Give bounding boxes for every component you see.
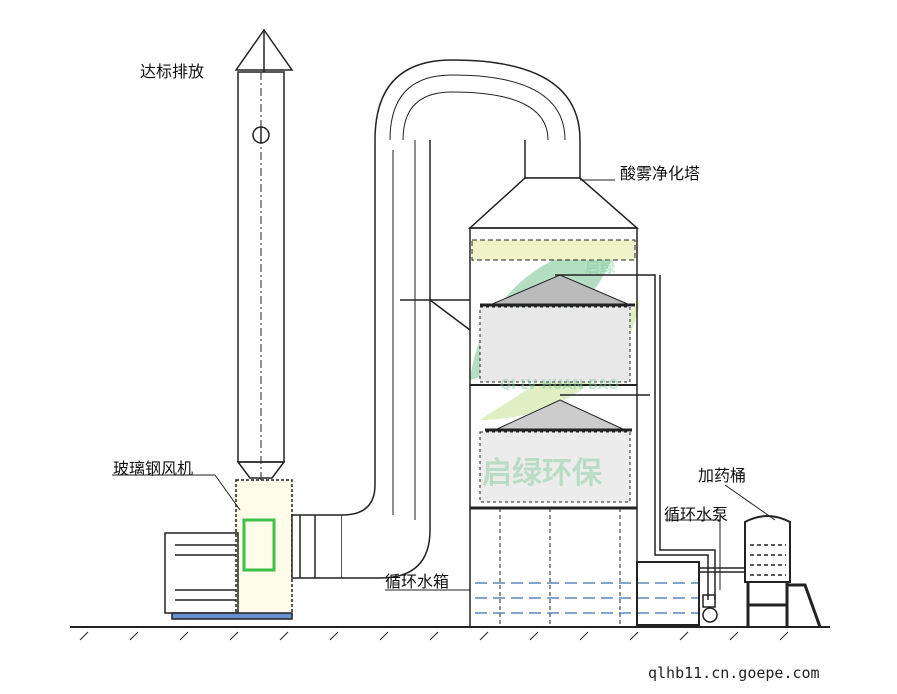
label-pump: 循环水泵: [664, 505, 729, 524]
label-fan: 玻璃钢风机: [113, 459, 194, 478]
leader-lines: [112, 179, 776, 591]
watermark-large: 启绿环保: [482, 456, 602, 491]
spray-pipes: [555, 274, 716, 600]
label-tower: 酸雾净化塔: [620, 164, 701, 183]
label-exhaust: 达标排放: [140, 62, 205, 81]
circulation-pump: [702, 594, 718, 623]
label-dosing-tank: 加药桶: [698, 466, 747, 485]
duct: [291, 59, 581, 579]
footer-url: qlhb11.cn.goepe.com: [648, 664, 820, 682]
label-water-tank: 循环水箱: [385, 572, 450, 591]
water-tank-external: [636, 561, 700, 626]
dosing-tank: [744, 515, 822, 628]
ground-hatch: [79, 631, 789, 641]
watermark-pinyin: QI LV HUAN BAO: [500, 378, 620, 393]
watermark-small: 启绿: [585, 258, 616, 276]
tower: [400, 177, 700, 628]
fan: [164, 479, 293, 620]
